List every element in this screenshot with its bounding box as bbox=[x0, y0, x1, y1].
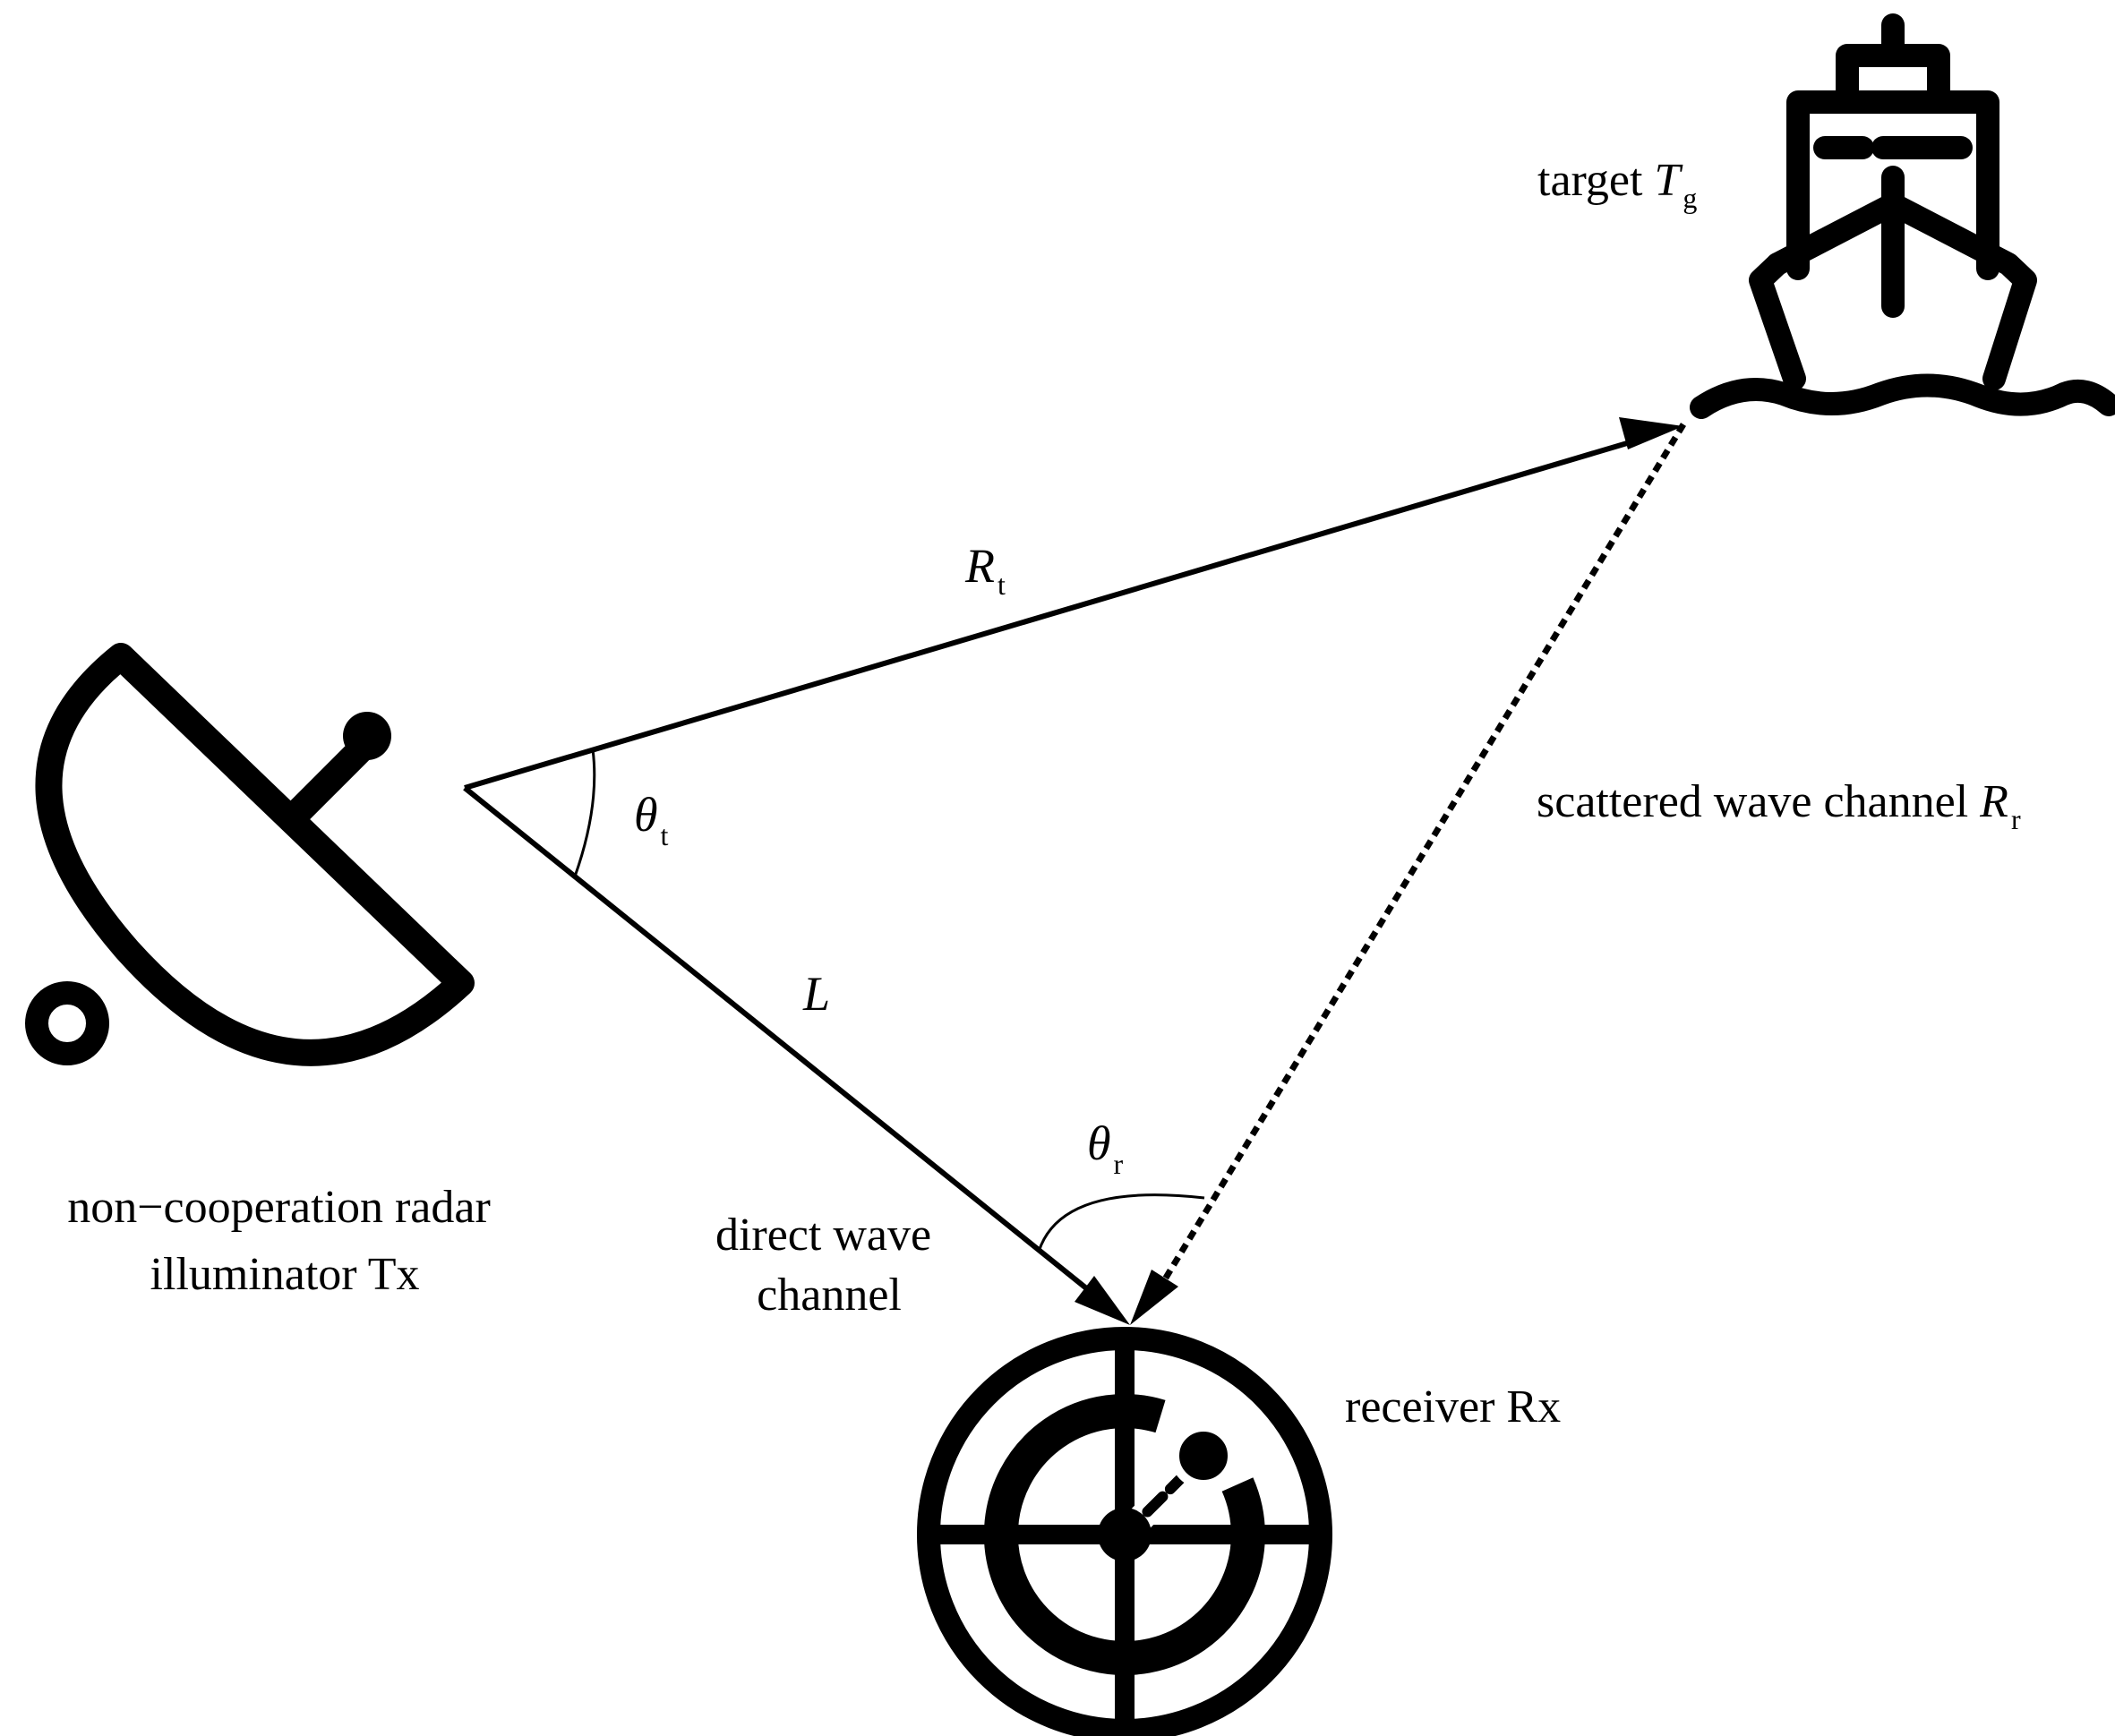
satellite-dish-icon bbox=[25, 643, 475, 1066]
direct-wave-label: direct wave channel bbox=[715, 1210, 943, 1321]
receiver-arrowhead-direct bbox=[1075, 1276, 1130, 1325]
receiver-arrowhead-scattered bbox=[1130, 1270, 1178, 1325]
rt-label: Rt bbox=[964, 539, 1006, 601]
scattered-wave-label: scattered wave channel Rr bbox=[1537, 776, 2021, 835]
theta-t-arc bbox=[573, 748, 596, 877]
transmitter-to-target-line bbox=[464, 436, 1643, 791]
direct-wave-line bbox=[463, 785, 1096, 1297]
radar-icon bbox=[917, 1327, 1332, 1736]
ship-icon bbox=[1690, 13, 2115, 419]
transmitter-label: non−cooperation radar illuminator Tx bbox=[67, 1182, 502, 1300]
L-label: L bbox=[802, 967, 830, 1021]
target-arrowhead bbox=[1619, 417, 1683, 449]
theta-t-label: θt bbox=[634, 788, 669, 851]
theta-r-label: θr bbox=[1087, 1116, 1124, 1180]
theta-r-arc bbox=[1037, 1193, 1205, 1253]
target-label: target Tg bbox=[1537, 155, 1697, 214]
receiver-label: receiver Rx bbox=[1345, 1381, 1561, 1432]
scattered-wave-line bbox=[1158, 423, 1686, 1288]
